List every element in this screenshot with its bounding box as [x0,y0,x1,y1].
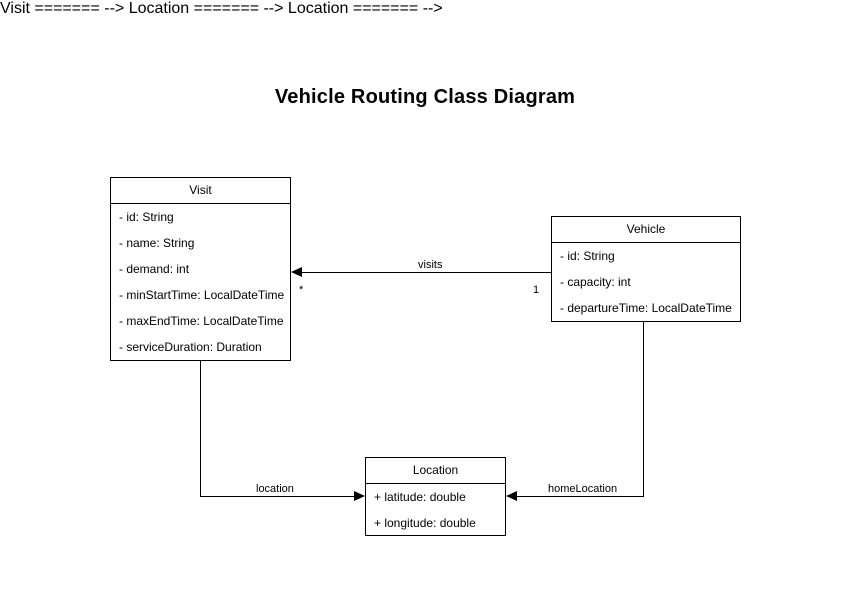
attribute-row: - serviceDuration: Duration [119,340,262,354]
class-box-location[interactable]: Location + latitude: double + longitude:… [365,457,506,536]
edge-line-visits [296,272,551,273]
edge-line-location-vertical [200,361,201,497]
edge-line-homelocation-vertical [643,322,644,497]
attribute-row: - capacity: int [560,275,631,289]
attribute-row: - minStartTime: LocalDateTime [119,288,285,302]
class-box-visit[interactable]: Visit - id: String - name: String - dema… [110,177,291,361]
class-box-vehicle[interactable]: Vehicle - id: String - capacity: int - d… [551,216,741,322]
attribute-row: - id: String [560,249,615,263]
multiplicity-visits-target: * [299,284,304,296]
attribute-row: - demand: int [119,262,190,276]
attribute-row: + longitude: double [374,516,476,530]
edge-line-homelocation-horizontal [512,496,644,497]
attribute-row: - name: String [119,236,195,250]
attribute-row: - id: String [119,210,174,224]
attribute-row: - departureTime: LocalDateTime [560,301,732,315]
edge-label-location: location [253,483,297,495]
multiplicity-visits-source: 1 [533,284,540,296]
edge-label-homelocation: homeLocation [545,483,621,495]
edge-line-location-horizontal [200,496,360,497]
class-attributes-location: + latitude: double + longitude: double [366,484,505,536]
class-name-location: Location [366,458,505,484]
arrowhead-visits [291,267,302,277]
attribute-row: - maxEndTime: LocalDateTime [119,314,284,328]
class-attributes-visit: - id: String - name: String - demand: in… [111,204,290,360]
class-name-visit: Visit [111,178,290,204]
page-title: Vehicle Routing Class Diagram [274,86,576,108]
class-name-vehicle: Vehicle [552,217,740,243]
class-attributes-vehicle: - id: String - capacity: int - departure… [552,243,740,321]
arrowhead-homelocation [506,491,517,501]
arrowhead-location [354,491,365,501]
edge-label-visits: visits [415,259,446,271]
attribute-row: + latitude: double [374,490,466,504]
